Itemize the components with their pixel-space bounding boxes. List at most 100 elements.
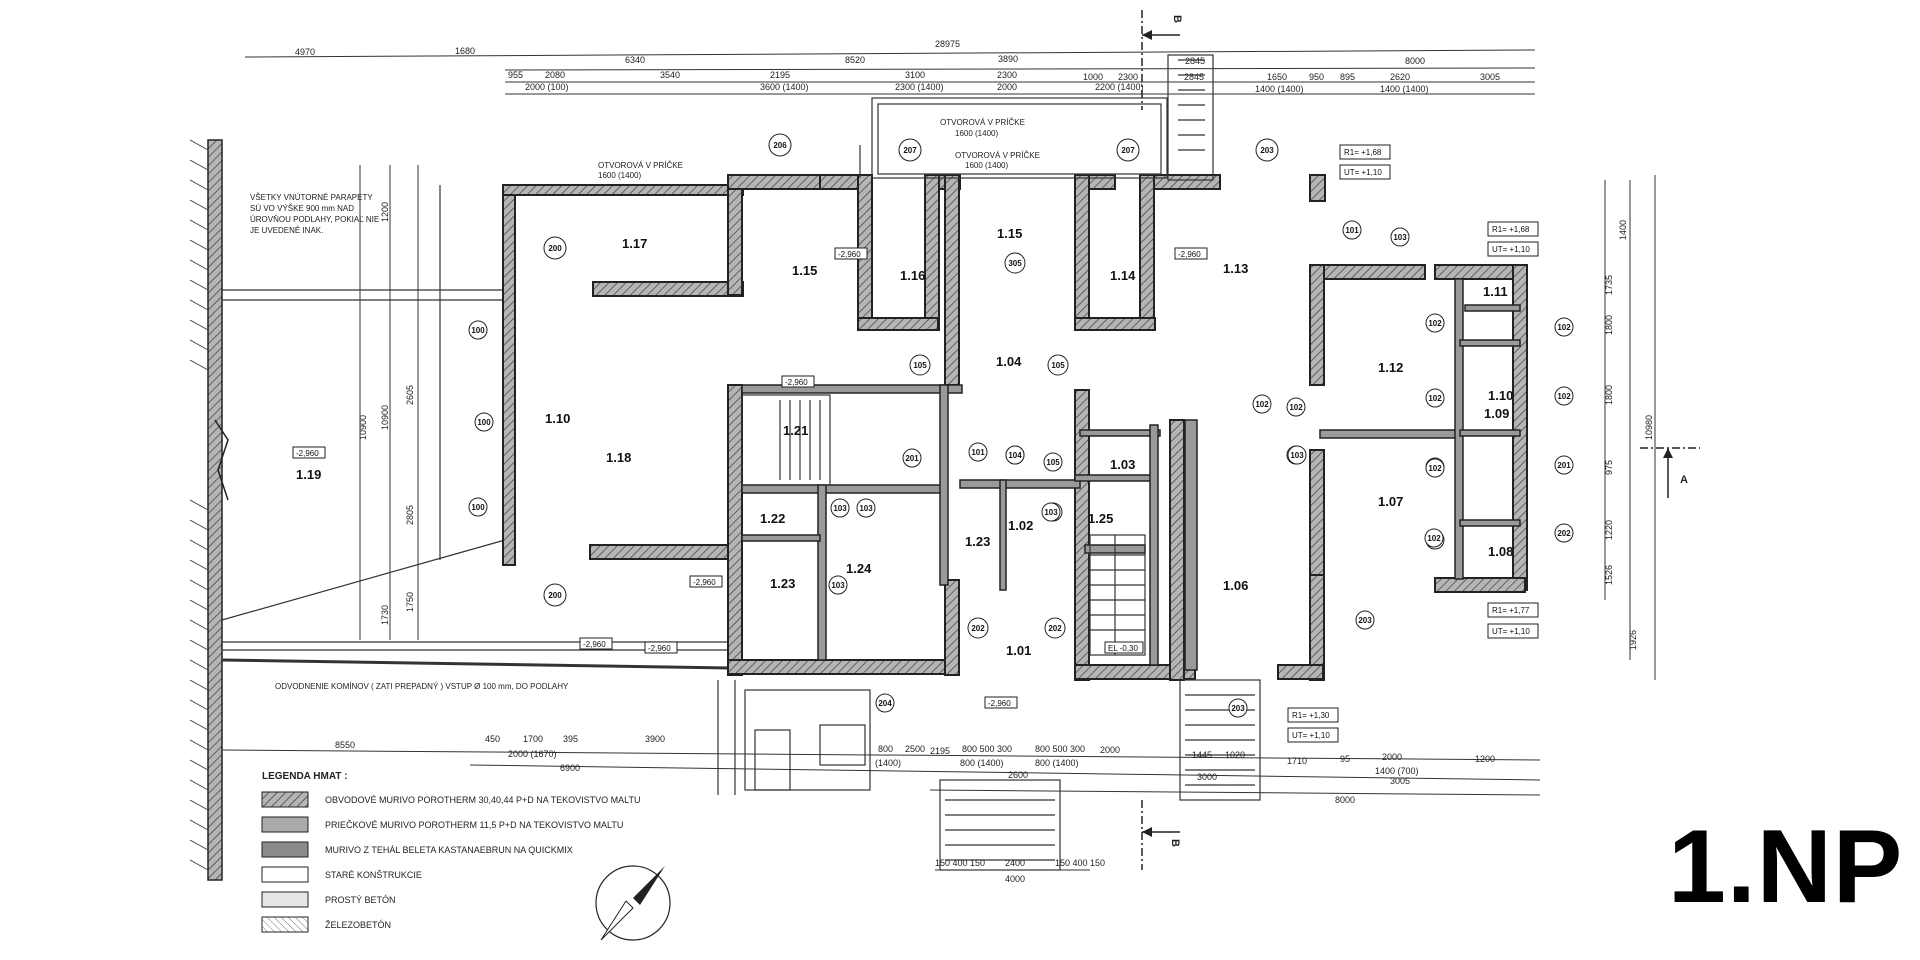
svg-text:201: 201 xyxy=(1557,461,1571,470)
dim-top-2-0: 6340 xyxy=(625,55,645,65)
bubble: 105 xyxy=(1043,452,1063,472)
bubble: 102 xyxy=(1252,394,1272,414)
dim-top-3-2: 3540 xyxy=(660,70,680,80)
notes: VŠETKY VNÚTORNÉ PARAPETY SÚ VO VÝŠKE 900… xyxy=(250,118,1040,691)
dim-bottom-2-0: 2000 (1670) xyxy=(508,749,557,759)
level-tags: R1= +1,68 UT= +1,10 R1= +1,68 UT= +1,10 … xyxy=(292,144,1539,743)
note-opening-3b: 1600 (1400) xyxy=(965,161,1008,170)
dim-right-5: 1220 xyxy=(1604,520,1614,540)
dim-bottom-4-0: 150 400 150 xyxy=(935,858,985,868)
bubble: 103 xyxy=(828,575,848,595)
svg-text:102: 102 xyxy=(1557,323,1571,332)
bubble: 202 xyxy=(1044,617,1066,639)
bubble: 102 xyxy=(1425,388,1445,408)
svg-text:102: 102 xyxy=(1427,534,1441,543)
tag: UT= +1,10 xyxy=(1487,623,1539,639)
svg-text:105: 105 xyxy=(1046,458,1060,467)
dim-right-1: 1735 xyxy=(1604,275,1614,295)
note-parapets-1: VŠETKY VNÚTORNÉ PARAPETY xyxy=(250,193,373,202)
section-b-bottom-label: B xyxy=(1169,839,1181,847)
svg-text:204: 204 xyxy=(878,699,892,708)
dim-bottom-1-9: 800 500 300 xyxy=(1035,744,1085,754)
dim-top-4-5: 1400 (1400) xyxy=(1255,84,1304,94)
dim-right-4: 975 xyxy=(1604,460,1614,475)
bubble: 200 xyxy=(543,236,567,260)
room-label: 1.11 xyxy=(1483,284,1508,299)
room-label: 1.03 xyxy=(1110,457,1135,472)
dim-top-3-8: 2845 xyxy=(1184,72,1204,82)
dim-bottom-1-10: 2000 xyxy=(1100,745,1120,755)
dim-bottom-4-3: 4000 xyxy=(1005,874,1025,884)
room-label: 1.18 xyxy=(606,450,631,465)
svg-text:-2,960: -2,960 xyxy=(648,644,671,653)
dim-top-3-0: 955 xyxy=(508,70,523,80)
room-label: 1.02 xyxy=(1008,518,1033,533)
svg-text:206: 206 xyxy=(773,141,787,150)
top-dimensions: 4970 1680 28975 6340 8520 3890 2845 8000… xyxy=(244,39,1536,95)
svg-text:200: 200 xyxy=(548,591,562,600)
svg-text:101: 101 xyxy=(1345,226,1359,235)
dim-bottom-2-5: 2600 xyxy=(1008,770,1028,780)
dim-bottom-1-11: 1445 xyxy=(1192,750,1212,760)
legend-swatch-brick xyxy=(261,841,309,858)
dim-bottom-4-2: 150 400 150 xyxy=(1055,858,1105,868)
dim-top-3-10: 950 xyxy=(1309,72,1324,82)
dim-left-3: 2605 xyxy=(405,385,415,405)
dim-bottom-2-6: 3000 xyxy=(1197,772,1217,782)
bubble: 102 xyxy=(1286,397,1306,417)
dim-bottom-1-12: 1020 xyxy=(1225,750,1245,760)
room-label: 1.25 xyxy=(1088,511,1113,526)
svg-text:-2,960: -2,960 xyxy=(296,449,319,458)
bubble: 203 xyxy=(1255,138,1279,162)
north-arrow-icon xyxy=(595,865,671,941)
top-balcony xyxy=(859,54,1214,181)
dim-top-4-6: 1400 (1400) xyxy=(1380,84,1429,94)
tag: -2,960 xyxy=(781,375,815,388)
tag: -2,960 xyxy=(689,575,723,588)
section-b-top-label: B xyxy=(1171,15,1183,23)
dim-right-6: 1526 xyxy=(1604,565,1614,585)
note-opening-3a: OTVOROVÁ V PRÍČKE xyxy=(955,151,1040,160)
room-label: 1.23 xyxy=(770,576,795,591)
dim-top-2-4: 8000 xyxy=(1405,56,1425,66)
bubble: 206 xyxy=(768,133,792,157)
dim-bottom-1-13: 1710 xyxy=(1287,756,1307,766)
svg-text:R1= +1,68: R1= +1,68 xyxy=(1344,148,1382,157)
bubble: 102 xyxy=(1424,528,1444,548)
svg-text:203: 203 xyxy=(1231,704,1245,713)
bubble: 103 xyxy=(1041,502,1061,522)
tag: -2,960 xyxy=(984,696,1018,709)
dim-top-3-11: 895 xyxy=(1340,72,1355,82)
dim-bottom-2-3: 800 (1400) xyxy=(960,758,1004,768)
svg-text:R1= +1,30: R1= +1,30 xyxy=(1292,711,1330,720)
dim-top-1-2: 28975 xyxy=(935,39,960,49)
svg-text:102: 102 xyxy=(1428,464,1442,473)
legend-title: LEGENDA HMAT : xyxy=(262,771,348,782)
tag: EL -0,30 xyxy=(1104,641,1144,654)
svg-text:103: 103 xyxy=(1393,233,1407,242)
svg-text:102: 102 xyxy=(1557,392,1571,401)
room-label: 1.19 xyxy=(296,467,321,482)
bubble: 207 xyxy=(898,138,922,162)
svg-text:202: 202 xyxy=(971,624,985,633)
bubble: 101 xyxy=(968,442,988,462)
dim-top-4-3: 2000 xyxy=(997,82,1017,92)
svg-text:UT= +1,10: UT= +1,10 xyxy=(1344,168,1382,177)
svg-text:104: 104 xyxy=(1008,451,1022,460)
note-parapets-4: JE UVEDENÉ INAK. xyxy=(250,226,323,235)
room-label: 1.08 xyxy=(1488,544,1513,559)
dim-right-7: 1926 xyxy=(1628,630,1638,650)
svg-text:-2,960: -2,960 xyxy=(785,378,808,387)
tag: -2,960 xyxy=(579,637,613,650)
room-label: 1.10 xyxy=(1488,388,1513,403)
svg-text:202: 202 xyxy=(1557,529,1571,538)
dim-bottom-1-14: 95 xyxy=(1340,754,1350,764)
dim-top-1-0: 4970 xyxy=(295,47,315,57)
tag: UT= +1,10 xyxy=(1287,727,1339,743)
bottom-dimensions: 8550 450 1700 395 3900 800 2500 2195 800… xyxy=(221,734,1541,884)
svg-text:100: 100 xyxy=(471,503,485,512)
dim-bottom-1-8: 800 500 300 xyxy=(962,744,1012,754)
svg-text:-2,960: -2,960 xyxy=(988,699,1011,708)
bubble: 105 xyxy=(1047,354,1069,376)
legend-item-2: MURIVO Z TEHÁL BELETA KASTANAEBRUN NA QU… xyxy=(325,845,573,855)
